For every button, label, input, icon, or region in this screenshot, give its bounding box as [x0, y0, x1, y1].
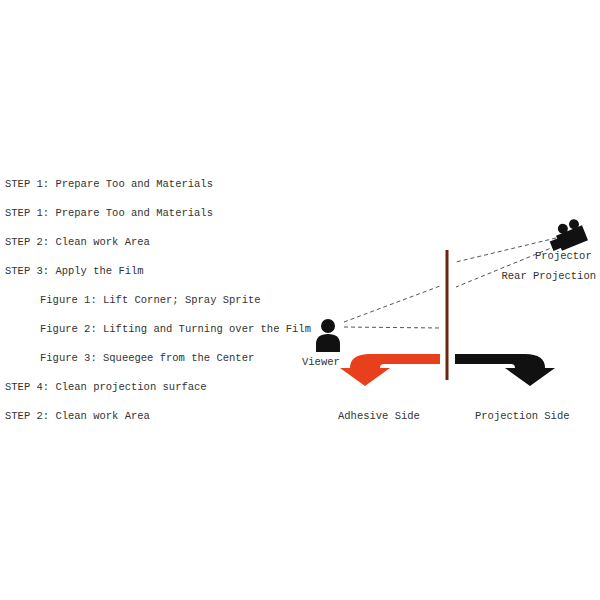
projector-icon — [545, 217, 588, 254]
part-label: Projector — [535, 249, 592, 263]
part-label: Rear Projection — [501, 269, 596, 283]
screen — [446, 250, 449, 380]
side-label: Projection Side — [475, 409, 570, 423]
figure-caption: Figure 1: Lift Corner; Spray Sprite — [40, 293, 261, 307]
viewer-icon — [316, 319, 340, 352]
step-heading: STEP 2: Clean work Area — [5, 409, 150, 423]
projection-arrow — [455, 354, 555, 386]
step-heading: STEP 2: Clean work Area — [5, 235, 150, 249]
figure-caption: Figure 3: Squeegee from the Center — [40, 351, 254, 365]
figure-caption: Figure 2: Lifting and Turning over the F… — [40, 322, 311, 336]
side-label: Adhesive Side — [338, 409, 420, 423]
step-heading: STEP 1: Prepare Too and Materials — [5, 177, 213, 191]
step-heading: STEP 1: Prepare Too and Materials — [5, 206, 213, 220]
projection-lines — [344, 238, 556, 328]
adhesive-arrow — [340, 354, 440, 386]
part-label: Viewer — [302, 355, 340, 369]
step-heading: STEP 3: Apply the Film — [5, 264, 144, 278]
step-heading: STEP 4: Clean projection surface — [5, 380, 207, 394]
